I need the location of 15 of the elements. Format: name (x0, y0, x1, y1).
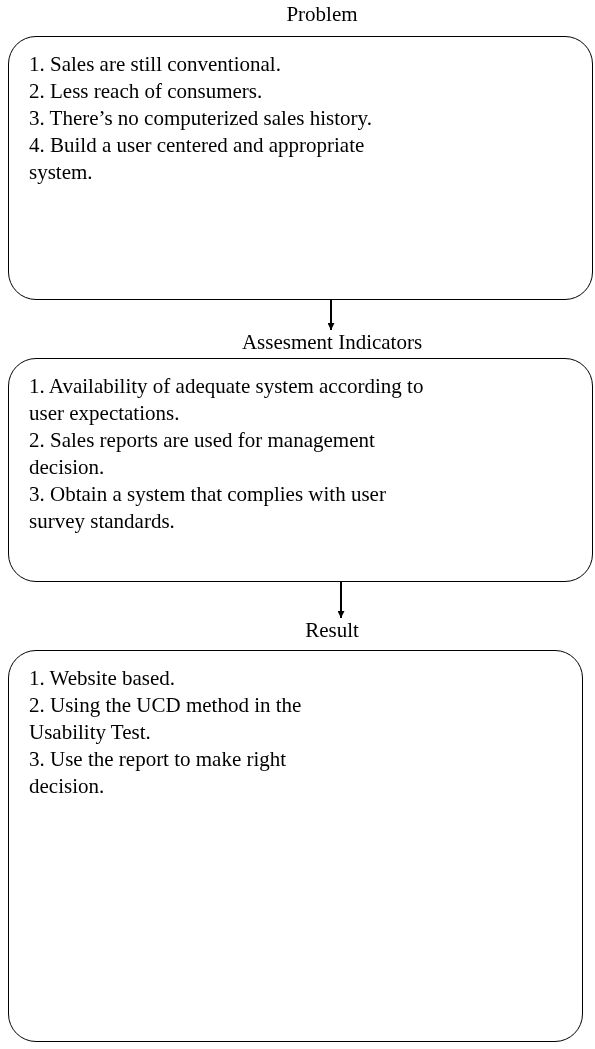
heading: Result (305, 618, 359, 643)
list-item: 1. Sales are still conventional. (29, 51, 282, 78)
list-item: 2. Less reach of consumers. (29, 78, 264, 105)
list-item: 3. There’s no computerized sales history. (29, 105, 373, 132)
list-item: 3. Obtain a system that complies with user survey standards. (29, 481, 387, 535)
arrow (337, 581, 345, 619)
list-item: 3. Use the report to make right decision. (29, 746, 288, 800)
list-item: 2. Using the UCD method in the Usability Test. (29, 692, 303, 746)
list-item: 4. Build a user centered and appropriate system. (29, 132, 366, 186)
heading: Problem (286, 2, 358, 27)
list-item: 1. Availability of adequate system according to user expectations. (29, 373, 425, 427)
heading: Assesment Indicators (241, 330, 423, 355)
list-item: 2. Sales reports are used for management decision. (29, 427, 376, 481)
list-item: 1. Website based. (29, 665, 177, 692)
arrow (327, 299, 335, 331)
